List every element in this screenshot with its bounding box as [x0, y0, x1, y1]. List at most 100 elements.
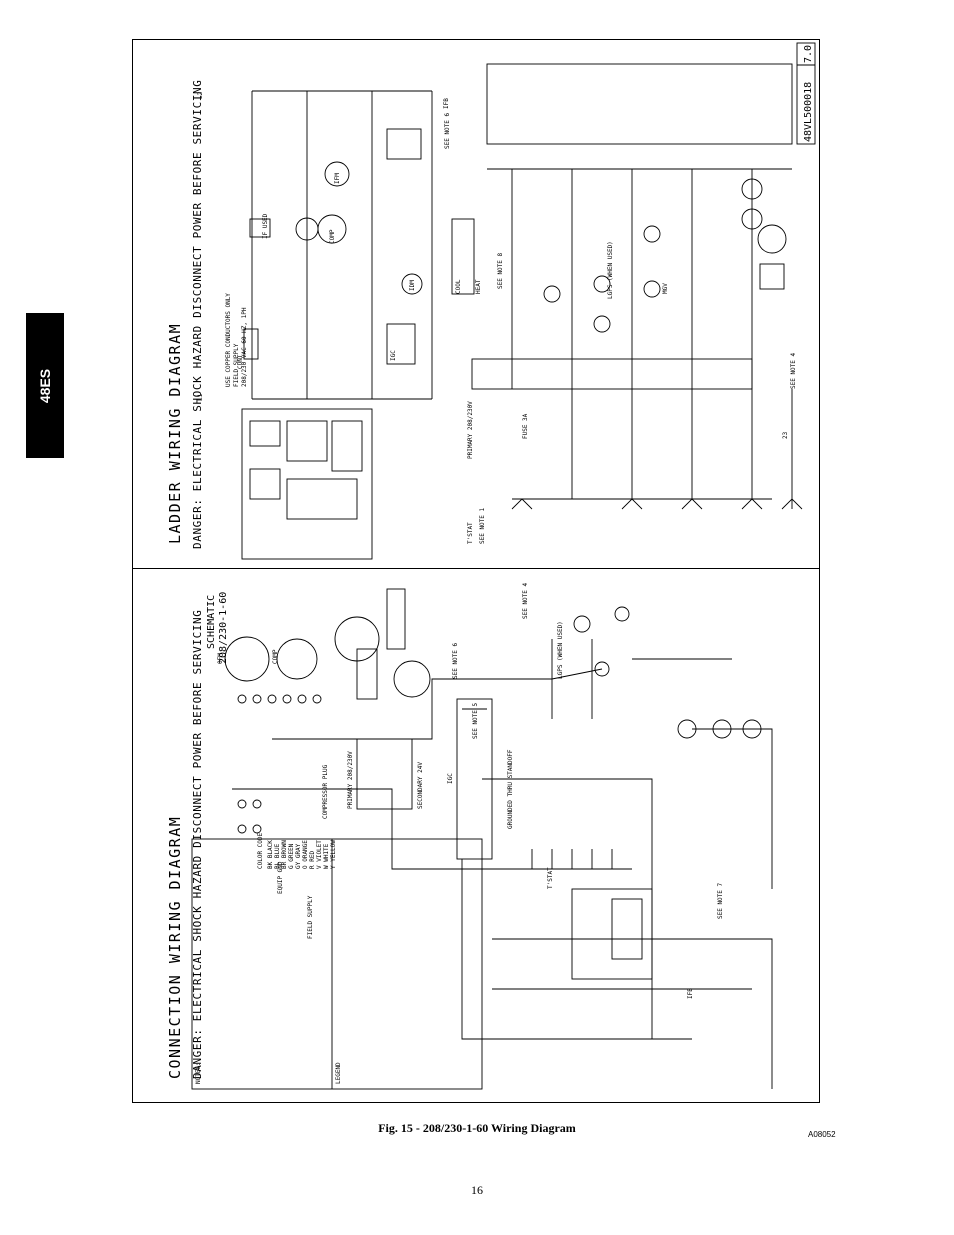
label-comp: COMP — [329, 229, 336, 244]
cap-symbol — [249, 218, 271, 238]
mgv-lower — [573, 615, 591, 633]
limit-switch-1-symbol — [593, 315, 611, 333]
label-lgps-lower: LGPS (WHEN USED) — [557, 621, 564, 679]
label-see-note-5: SEE NOTE 5 — [472, 702, 479, 739]
tstat-y-terminal — [741, 498, 763, 510]
label-compressor-plug: COMPRESSOR PLUG — [322, 764, 329, 819]
pressure-switch-symbol — [643, 225, 661, 243]
diagram-divider — [132, 568, 820, 569]
ls-lower — [594, 661, 610, 677]
section-tab: 48ES — [26, 313, 64, 458]
label-fuse: FUSE 3A — [522, 413, 529, 439]
page-number: 16 — [471, 1183, 483, 1197]
label-tstat: T'STAT — [467, 522, 474, 544]
label-idm: IDM — [409, 280, 416, 291]
supply-note-3: 208/230 VAC 60 HZ, 1PH — [241, 307, 248, 387]
drawing-number: 48VL500018 — [803, 82, 814, 142]
label-igc: IGC — [390, 350, 397, 361]
label-igc-lower: IGC — [447, 773, 454, 784]
unit-component-arrangement — [241, 408, 373, 560]
c1-motor-symbol — [741, 208, 763, 230]
color-code-7: V VIOLET — [316, 840, 323, 869]
label-heat: 23 — [782, 431, 789, 439]
label-see-note-7: SEE NOTE 7 — [717, 882, 724, 919]
label-primary-lower: PRIMARY 208/230V — [347, 751, 354, 809]
outdoor-fan-motor-symbol — [295, 217, 319, 241]
plug-symbol — [759, 263, 785, 290]
color-code-8: W WHITE — [323, 843, 330, 869]
label-see-note-4-lower: SEE NOTE 4 — [522, 582, 529, 619]
connection-diagram: CONNECTION WIRING DIAGRAM DANGER: ELECTR… — [166, 588, 773, 1090]
label-grounded: GROUNDED THRU STANDOFF — [507, 749, 514, 829]
label-see-note-8: SEE NOTE 8 — [497, 252, 504, 289]
prs-lower — [614, 606, 630, 622]
label-tstat-lower: T'STAT — [547, 867, 554, 889]
igc-lower-box — [356, 648, 378, 700]
ifb-board-upper — [486, 63, 793, 145]
notes-legend-box — [191, 838, 483, 1090]
rollout-switch-symbol — [543, 285, 561, 303]
label-24vac: PRIMARY 208/230V — [467, 401, 474, 459]
label-see-note-6-lower: SEE NOTE 6 — [452, 642, 459, 679]
ladder-title: LADDER WIRING DIAGRAM — [166, 323, 184, 544]
supply-note-2: FIELD SUPPLY — [233, 343, 240, 387]
color-code-0: BK BLACK — [267, 840, 274, 869]
schematic-label: SCHEMATIC — [206, 595, 217, 649]
wiring-diagram: LADDER WIRING DIAGRAM DANGER: ELECTRICAL… — [166, 42, 816, 1090]
ladder-warning: DANGER: ELECTRICAL SHOCK HAZARD DISCONNE… — [191, 80, 204, 549]
tstat-c-terminal — [781, 498, 803, 510]
label-equip-gnd: EQUIP GND — [277, 861, 284, 894]
ladder-diagram: LADDER WIRING DIAGRAM DANGER: ELECTRICAL… — [166, 42, 816, 560]
connection-text-labels: NOTES: LEGEND COLOR CODE BK BLACK BL BLU… — [195, 582, 724, 1084]
label-comp-lower: COMP — [272, 649, 279, 664]
label-field-supply: FIELD SUPPLY — [307, 895, 314, 939]
tstat-w-terminal — [681, 498, 703, 510]
section-tab-label: 48ES — [37, 368, 53, 403]
c-motor-lower — [677, 719, 697, 739]
gas-valve-symbol — [643, 280, 661, 298]
ladder-text-labels: USE COPPER CONDUCTORS ONLY FIELD SUPPLY … — [197, 91, 797, 544]
label-ifb-lower: IFB — [687, 988, 694, 999]
color-code-2: BR BROWN — [281, 840, 288, 869]
ifm-upper-symbol — [757, 224, 787, 254]
schematic-voltage: 208/230-1-60 — [218, 592, 229, 664]
contactor-symbol — [243, 328, 259, 360]
label-ofm: OFM — [217, 653, 224, 664]
label-secondary: HEAT — [475, 279, 482, 294]
supply-note-1: USE COPPER CONDUCTORS ONLY — [225, 293, 232, 387]
c2-motor-symbol — [741, 178, 763, 200]
label-lgps: LGPS (WHEN USED) — [607, 241, 614, 299]
comp-lower-symbol — [276, 638, 318, 680]
ifm-plug-lower — [386, 588, 406, 650]
label-if-used: IF USED — [262, 213, 269, 239]
label-primary: COOL — [455, 279, 462, 294]
label-legend: LEGEND — [335, 1062, 342, 1084]
label-secondary-lower: SECONDARY 24V — [417, 762, 424, 809]
inducer-motor-symbol — [401, 273, 423, 295]
label-notes: NOTES: — [195, 1062, 202, 1084]
c2-lower — [742, 719, 762, 739]
igc-board-upper — [471, 358, 753, 390]
limit-switch-2-symbol — [593, 275, 611, 293]
connection-warning: DANGER: ELECTRICAL SHOCK HAZARD DISCONNE… — [191, 610, 204, 1079]
label-cont: CONT — [237, 354, 244, 369]
color-code-5: O ORANGE — [302, 840, 309, 869]
diagram-frame — [132, 39, 820, 1103]
label-l1: L1 — [197, 393, 204, 401]
label-color-code: COLOR CODE — [257, 832, 264, 869]
color-code-1: BL BLUE — [274, 843, 281, 869]
ofm-lower-symbol — [224, 636, 270, 682]
label-see-note-6: SEE NOTE 6 — [444, 112, 451, 149]
color-code-9: Y YELLOW — [330, 840, 337, 869]
label-l2: L2 — [197, 91, 204, 99]
color-code-6: R RED — [309, 851, 316, 869]
connection-title: CONNECTION WIRING DIAGRAM — [166, 816, 184, 1079]
label-ifb: IFB — [443, 98, 450, 109]
label-see-note-1: SEE NOTE 1 — [479, 507, 486, 544]
figure-code: A08052 — [808, 1130, 836, 1139]
color-code-4: GY GRAY — [295, 843, 302, 869]
tstat-r-terminal — [511, 498, 533, 510]
label-ifm: IFM — [334, 173, 341, 184]
label-see-note-4: SEE NOTE 4 — [790, 352, 797, 389]
igc-module — [386, 323, 416, 365]
